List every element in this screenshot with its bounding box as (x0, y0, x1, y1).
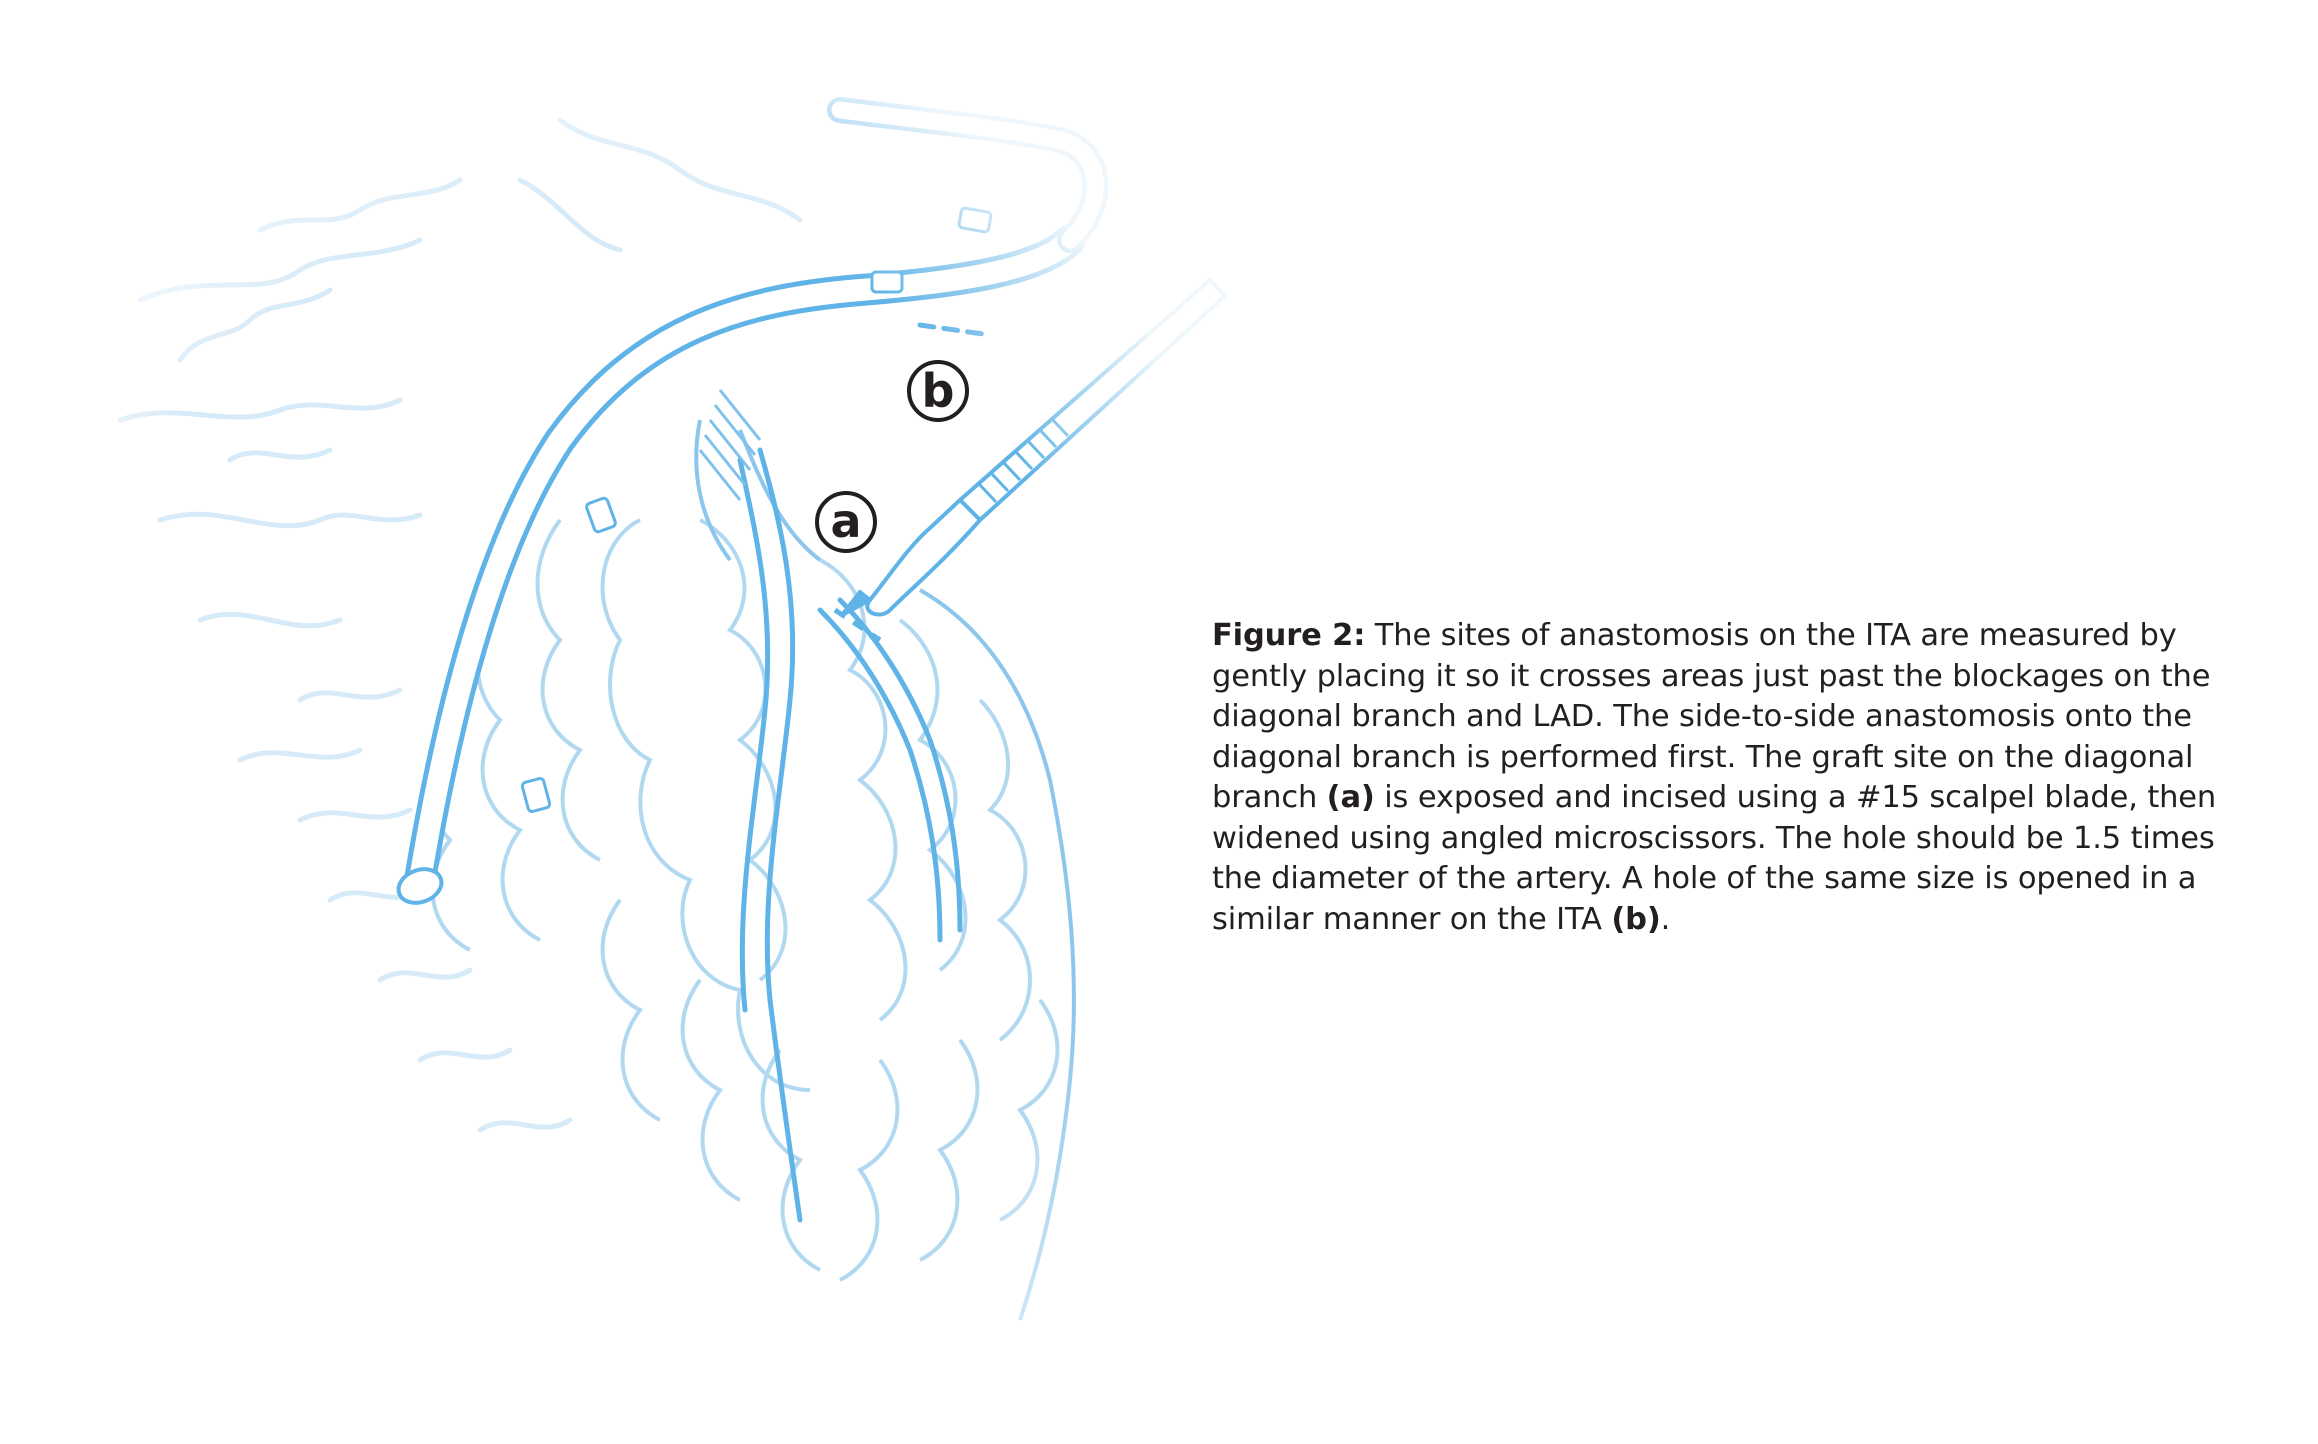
figure-caption: Figure 2: The sites of anastomosis on th… (1212, 616, 2272, 940)
caption-ref-b: (b) (1611, 901, 1661, 937)
caption-text-1: The sites of anastomosis on the ITA are … (1212, 618, 2211, 815)
figure-label: Figure 2: (1212, 618, 1366, 653)
caption-text-3: . (1660, 901, 1671, 937)
heart-illustration: a b (0, 0, 1240, 1444)
caption-text-2: is exposed and incised using a #15 scalp… (1212, 780, 2217, 937)
caption-ref-a: (a) (1326, 780, 1375, 815)
